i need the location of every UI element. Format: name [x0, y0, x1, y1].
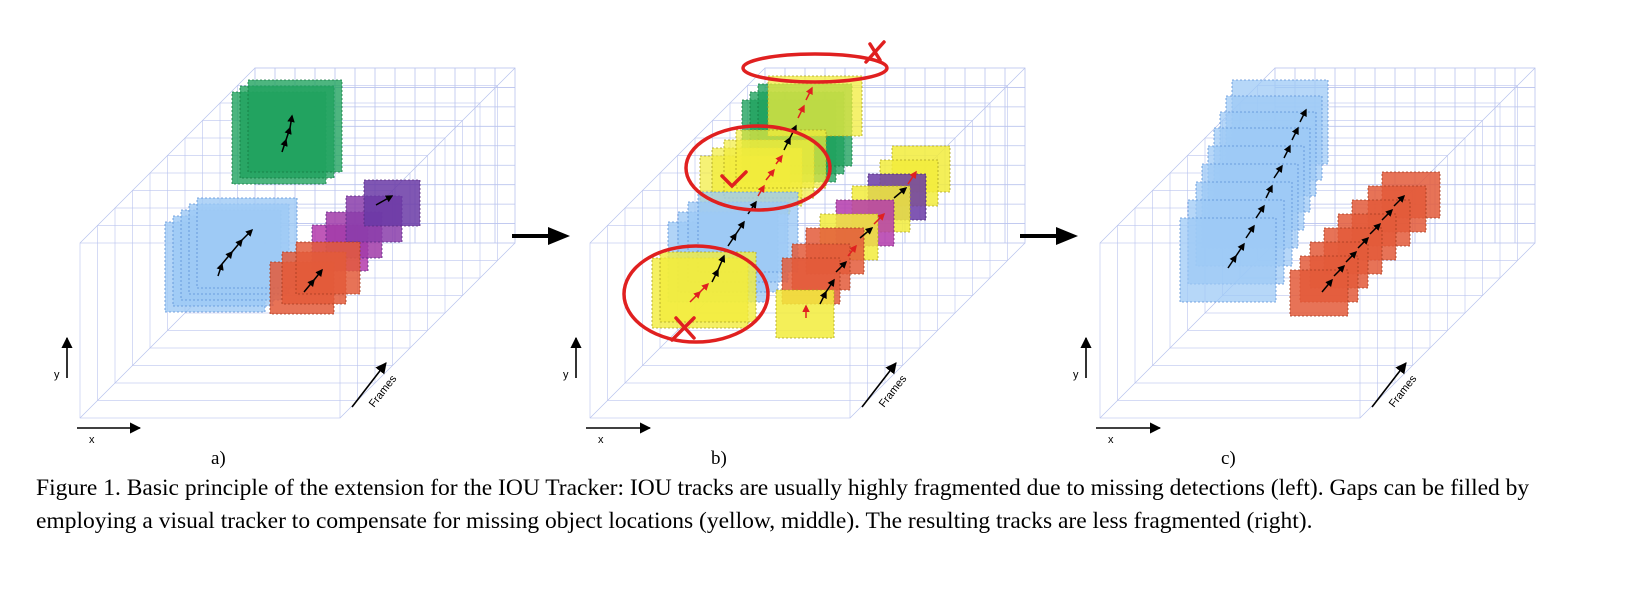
ellipse-top	[741, 52, 889, 84]
yellow-gap-bottom	[651, 251, 757, 329]
grid-frame	[132, 190, 393, 366]
figure-illustration: y x Frames a)	[54, 40, 1536, 469]
blue-track	[1179, 79, 1329, 303]
axis-x-label: x	[89, 434, 95, 446]
blue-box	[1179, 217, 1277, 303]
ellipse-middle	[684, 124, 832, 212]
panel-label-c: c)	[1221, 448, 1236, 469]
axis-y-label: y	[54, 369, 60, 381]
axis-frames-label: Frames	[367, 373, 400, 410]
yellow-box	[767, 75, 863, 137]
axes	[570, 336, 897, 434]
transition-arrow-bc	[1020, 227, 1078, 245]
yellow-box	[775, 289, 835, 339]
green-track	[231, 79, 343, 185]
check-mark	[720, 170, 748, 189]
frames-axis-arrow	[351, 362, 387, 408]
panel-label-a: a)	[211, 448, 226, 469]
axis-frames-label: Frames	[877, 373, 910, 410]
orange-box	[1289, 269, 1349, 317]
axis-y-label: y	[563, 369, 569, 381]
panel-label-b: b)	[711, 448, 727, 469]
blue-arrows	[1227, 108, 1307, 269]
figure-caption: Figure 1. Basic principle of the extensi…	[36, 472, 1606, 538]
axis-x-label: x	[598, 434, 604, 446]
frames-axis-arrow	[861, 362, 897, 408]
panel-a: y x Frames a)	[54, 67, 516, 469]
cross-mark-top	[864, 40, 886, 64]
red-annotations	[622, 40, 889, 344]
green-box	[247, 79, 343, 173]
orange-box	[295, 241, 361, 295]
axes	[61, 336, 387, 434]
cross-mark-bottom	[670, 316, 696, 342]
caption-text: Basic principle of the extension for the…	[36, 475, 1530, 534]
frames-axis-arrow	[1371, 362, 1407, 408]
yellow-box	[659, 251, 757, 323]
caption-title: Figure 1.	[36, 475, 121, 501]
purple-arrows	[375, 195, 394, 206]
axis-x-label: x	[1108, 434, 1114, 446]
blue-arrows	[216, 228, 254, 277]
axes	[1080, 336, 1407, 434]
transition-arrow-ab	[512, 227, 570, 245]
axis-y-label: y	[1073, 369, 1079, 381]
green-arrows	[280, 114, 295, 153]
ellipse-bottom	[622, 244, 770, 344]
axis-frames-label: Frames	[1387, 373, 1420, 410]
red-arrows	[689, 86, 917, 318]
orange-arrows	[303, 268, 323, 293]
orange-arrows	[1321, 194, 1406, 293]
orange-track	[269, 241, 361, 315]
panel-b: y x Frames b)	[563, 40, 1026, 469]
panel-c: y x Frames c)	[1073, 67, 1536, 469]
purple-box	[363, 179, 421, 227]
blue-track	[164, 197, 298, 313]
